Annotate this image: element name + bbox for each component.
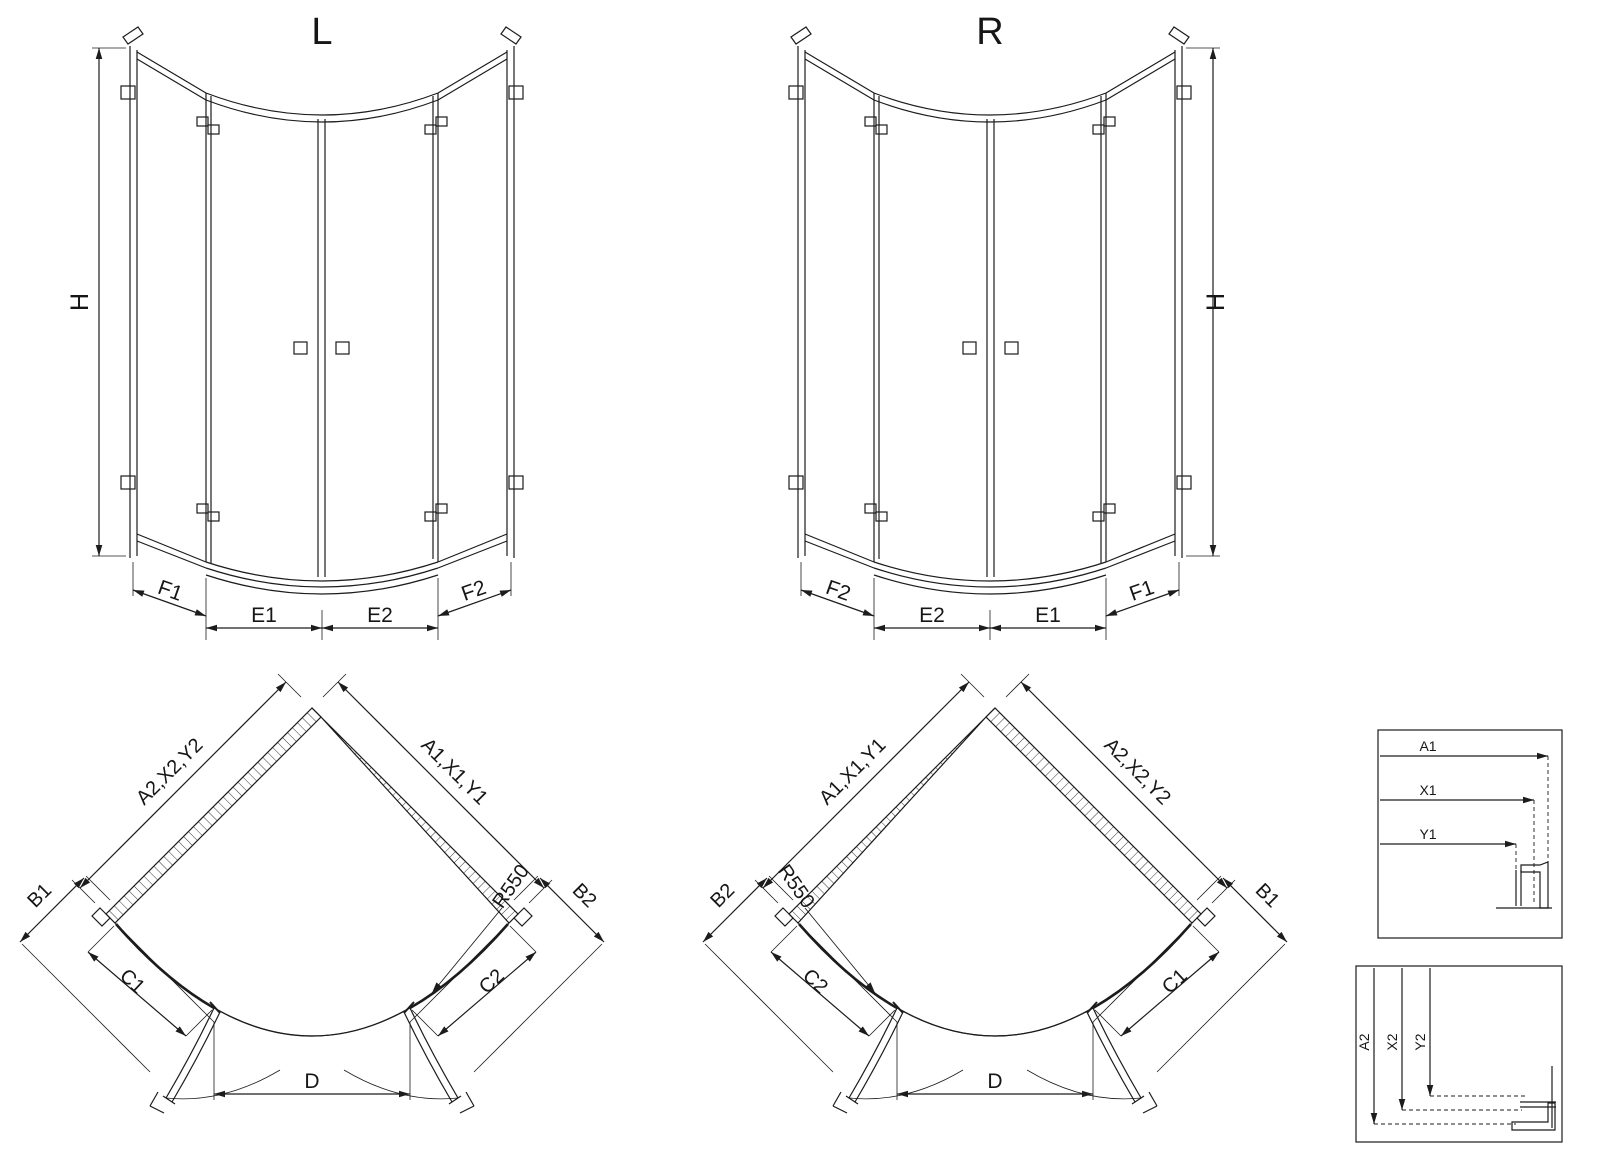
outer-right-label: B1: [1251, 879, 1284, 912]
detail-a1-label: A1: [1419, 738, 1436, 754]
door-width-label: D: [304, 1070, 319, 1093]
dim-e1-label: E1: [251, 604, 277, 627]
dim-f2-label: F2: [458, 576, 489, 606]
height-label: H: [66, 293, 94, 311]
outer-right-label: B2: [568, 879, 601, 912]
fixed-right-label: C1: [1158, 965, 1192, 999]
detail-bottom: [1355, 965, 1563, 1143]
detail-y2-label: Y2: [1412, 1033, 1428, 1050]
door-width-label: D: [987, 1070, 1002, 1093]
detail-top: [1377, 729, 1563, 939]
dim-f1-label: F1: [155, 576, 186, 606]
dim-f1-label: F1: [1126, 576, 1157, 606]
outer-left-label: B1: [23, 879, 56, 912]
dim-e2-label: E2: [367, 604, 393, 627]
fixed-right-label: C2: [475, 965, 509, 999]
height-label: H: [1202, 293, 1230, 311]
profile-section: [1511, 1066, 1556, 1131]
detail-x2-label: X2: [1384, 1033, 1400, 1050]
dim-f2-label: F2: [823, 576, 854, 606]
fixed-left-label: C2: [798, 965, 832, 999]
detail-y1-label: Y1: [1419, 826, 1436, 842]
elevation-left-drawing: [92, 27, 523, 640]
profile-section: [1496, 861, 1552, 909]
elevation-right-title: R: [976, 11, 1003, 53]
dim-e2-label: E2: [919, 604, 945, 627]
dim-e1-label: E1: [1035, 604, 1061, 627]
elevation-left-title: L: [311, 11, 332, 53]
elevation-right-drawing: [789, 27, 1220, 640]
fixed-left-label: C1: [115, 965, 149, 999]
outer-left-label: B2: [706, 879, 739, 912]
detail-x1-label: X1: [1419, 782, 1436, 798]
detail-a2-label: A2: [1356, 1033, 1372, 1050]
